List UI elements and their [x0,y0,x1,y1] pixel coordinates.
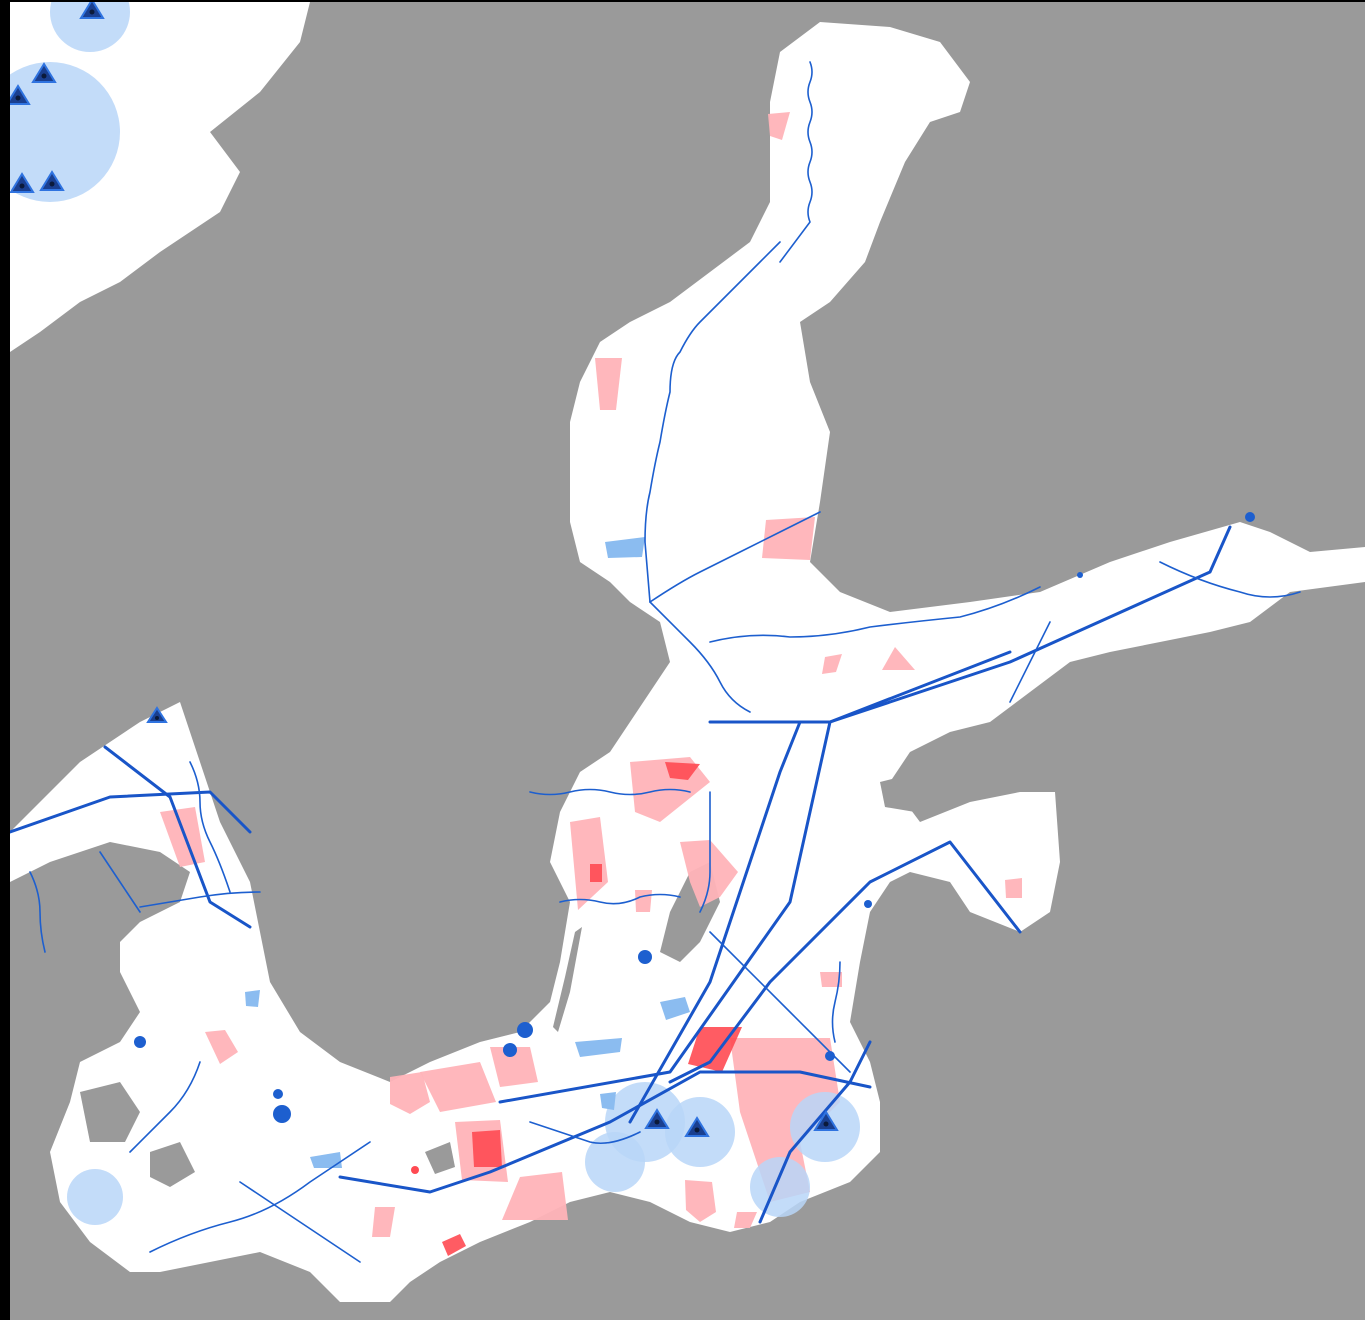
station-dot [273,1105,291,1123]
cable [649,601,751,713]
cable [699,791,711,913]
blue-area [310,1152,342,1168]
islands-layer [80,772,940,1187]
zone [160,807,205,867]
station-dot [134,1036,146,1048]
cable [831,961,841,1043]
station-dot [825,1051,835,1061]
blue-area [245,990,260,1007]
blue-area [600,1092,616,1110]
platform-icon[interactable] [31,62,57,83]
zone [768,112,790,140]
cables-layer [29,61,1301,1263]
zone [685,1180,716,1222]
platform-icon[interactable] [684,1116,710,1137]
funen-island [150,1142,195,1187]
blue-area [605,537,645,558]
platform-icon[interactable] [813,1110,839,1131]
blue-buffer-layer [10,2,860,1225]
station-dot [503,1043,517,1057]
zone [822,654,842,674]
buffer-zone [10,62,120,202]
platform-icon[interactable] [10,84,31,105]
zone [882,647,915,670]
platform-icon[interactable] [39,170,65,191]
pipeline [338,1070,872,1194]
saaremaa-island [880,772,940,812]
baltic-sea-map[interactable] [10,2,1365,1320]
cable [129,1061,201,1153]
zone [205,1030,238,1064]
zone [420,1062,496,1112]
zone-strong [442,1234,466,1256]
cable [189,761,231,893]
pipeline [103,745,252,929]
pipeline [758,1040,872,1224]
cable [239,1181,361,1263]
cable [139,891,261,908]
station-dot [1245,512,1255,522]
station-dot [1077,572,1083,578]
platform-icon[interactable] [644,1108,670,1129]
cable [779,61,813,263]
cable [29,871,46,953]
protected-zones-layer [160,112,1022,1256]
zone [490,1047,538,1087]
zone [734,1212,757,1228]
zone [595,358,622,410]
pipeline [708,650,1012,724]
station-dot [864,900,872,908]
bornholm-island [425,1142,455,1174]
station-dot [273,1089,283,1099]
zone [635,890,652,912]
buffer-zone [750,1157,810,1217]
station-dot [517,1022,533,1038]
platform-icon[interactable] [146,706,168,723]
pipeline [10,790,252,834]
zone [570,817,608,910]
zone [762,517,815,560]
zone-strong [472,1130,502,1167]
station-dot [638,950,652,964]
buffer-zone [585,1132,645,1192]
markers-layer [134,512,1255,1174]
cable [99,851,141,913]
pipeline [668,840,1022,1084]
zone [680,840,738,907]
cable [559,893,681,905]
cable [149,1141,371,1253]
gulf-of-bothnia [10,22,1365,1302]
zone [390,1072,430,1114]
platform-icon[interactable] [10,172,35,193]
kattegat [140,902,270,1092]
zone-strong [665,762,700,780]
blue-area [660,997,690,1020]
zone [1005,878,1022,898]
zone [730,1038,840,1202]
cable [1159,561,1301,598]
cable [529,788,691,796]
cable [709,586,1041,643]
cable [644,241,781,603]
cable [649,511,821,603]
buffer-zone [50,2,130,52]
zone [502,1172,568,1220]
zone-strong [590,864,602,882]
oland-island [553,927,582,1032]
zone [372,1207,395,1237]
blue-area [575,1038,622,1057]
platform-icon[interactable] [79,2,105,19]
buffer-zone [67,1169,123,1225]
station-dot [411,1166,419,1174]
cable [529,1121,641,1145]
zone [820,972,842,987]
platform-markers-layer [10,2,839,1137]
pipeline [628,720,802,1124]
cable [1009,621,1051,703]
pipelines-layer [10,525,1232,1224]
zealand-island [80,1082,140,1142]
